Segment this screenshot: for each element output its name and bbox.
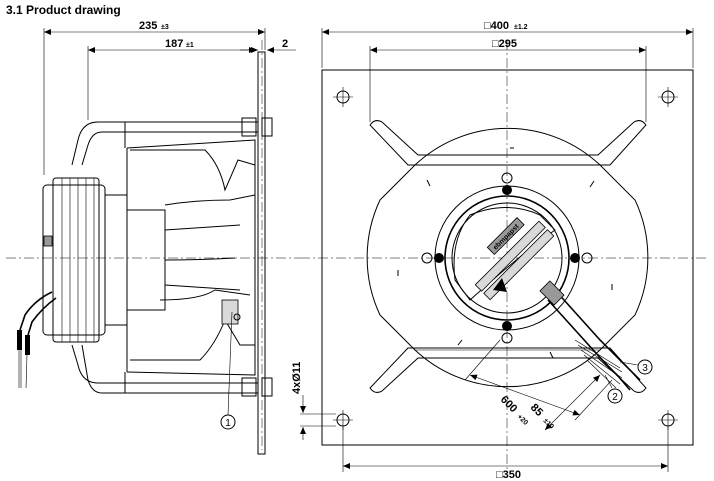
ring-slots <box>397 147 613 359</box>
callout-3-label: 3 <box>642 363 648 374</box>
impeller <box>126 139 256 376</box>
dim-hole-square-label: □350 <box>496 469 521 481</box>
dim-plate-square-label: □400 <box>484 20 509 32</box>
motor-hub: ebmpapst <box>421 172 593 344</box>
dim-body-length-tolerance: ±1 <box>186 42 194 49</box>
front-view: ebmpapst <box>291 20 706 481</box>
callout-2: 2 <box>604 374 623 404</box>
dim-cable-length-tolerance: +20 <box>516 413 529 426</box>
bottom-bolt <box>241 377 257 397</box>
dim-inner-square-label: □295 <box>492 38 517 50</box>
dim-plate-thickness: 2 <box>240 38 296 53</box>
dim-plate-thickness-label: 2 <box>282 38 288 50</box>
top-bolt <box>241 117 257 137</box>
dim-hole-diameter-label: 4xØ11 <box>291 362 303 394</box>
side-view: 235 ±3 187 ±1 2 1 <box>6 20 300 455</box>
dim-body-length-label: 187 <box>165 38 183 50</box>
section-title: 3.1 Product drawing <box>6 3 121 17</box>
hub-screw-right <box>570 253 580 263</box>
motor-housing <box>42 177 166 343</box>
front-cable <box>539 280 641 391</box>
support-struts <box>71 117 273 397</box>
dim-body-length: 187 ±1 <box>87 38 258 120</box>
dim-hole-diameter: 4xØ11 <box>291 362 336 440</box>
dim-overall-length: 235 ±3 <box>43 20 266 175</box>
dim-hole-square: □350 <box>342 427 669 481</box>
hub-rim <box>444 195 570 321</box>
mounting-holes <box>333 87 678 430</box>
dim-overall-length-tolerance: ±3 <box>161 24 169 31</box>
dim-plate-square-tolerance: ±1.2 <box>514 24 528 31</box>
dim-cable-length-label: 600 <box>498 394 519 415</box>
dim-strip-length-tolerance: ±10 <box>542 417 555 430</box>
front-struts <box>369 120 647 393</box>
dim-strip-length-label: 85 <box>528 402 545 419</box>
callout-1-label: 1 <box>225 418 231 429</box>
dim-plate-square: □400 ±1.2 <box>321 20 694 68</box>
warning-triangle-icon <box>493 278 507 292</box>
brand-label <box>486 217 525 255</box>
callout-3: 3 <box>619 359 653 375</box>
callout-2-label: 2 <box>612 392 618 403</box>
label-strip-1 <box>474 220 546 292</box>
dim-inner-square: □295 <box>369 38 647 122</box>
hub-screw-left <box>434 253 444 263</box>
callout-1: 1 <box>220 311 236 430</box>
dim-overall-length-label: 235 <box>139 20 157 32</box>
side-cables <box>17 291 57 389</box>
hub-screw-bottom <box>502 321 512 331</box>
mounting-plate <box>257 51 266 455</box>
hub-screw-top <box>502 185 512 195</box>
